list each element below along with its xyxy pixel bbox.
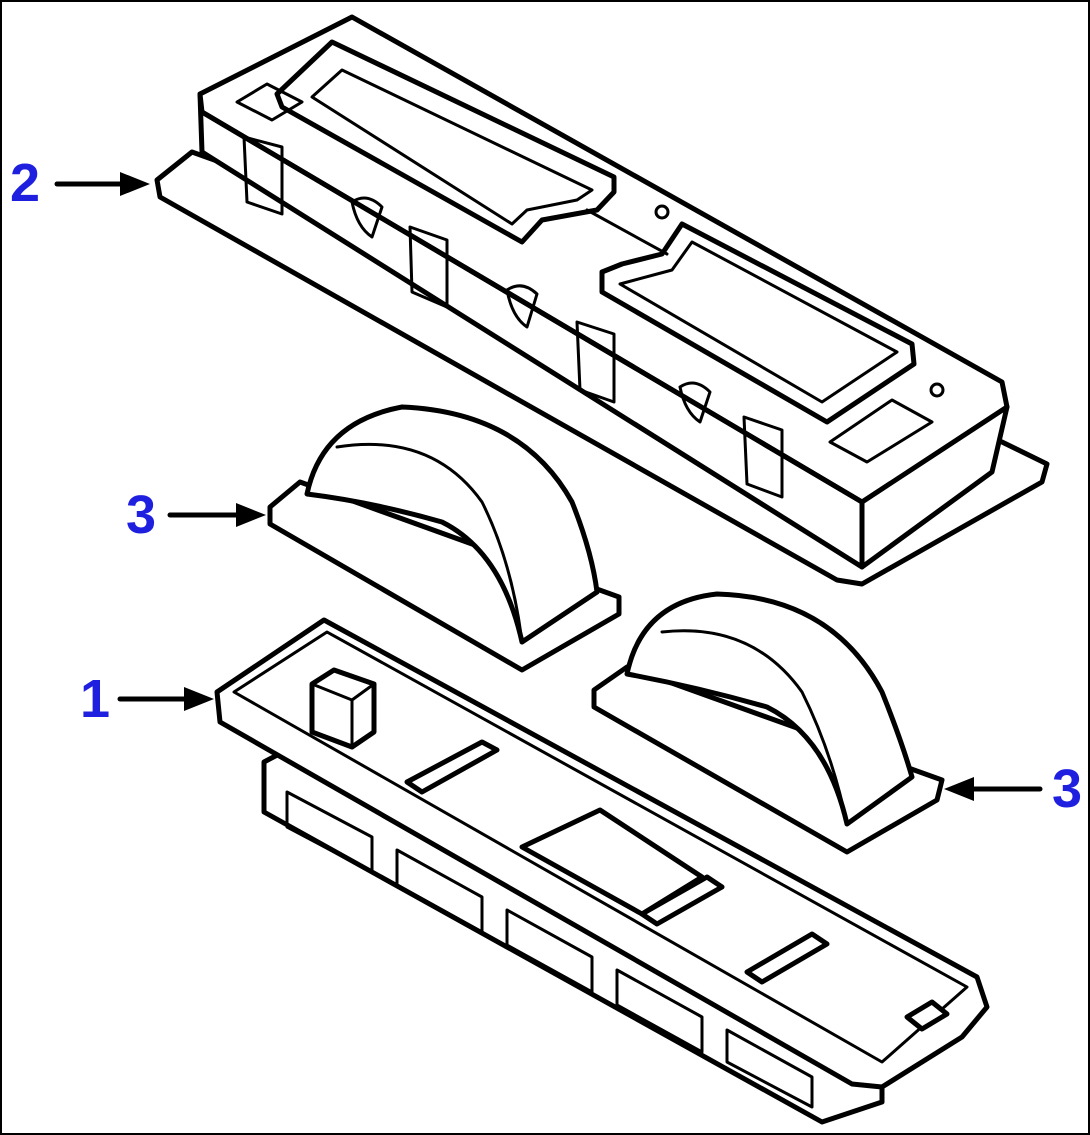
upper-window-3 <box>575 320 616 404</box>
upper-window-1 <box>242 135 284 216</box>
upper-rim-front-inner <box>310 68 594 226</box>
arrow-2-head <box>120 172 150 196</box>
lower-end-block <box>309 667 377 750</box>
upper-hole-1 <box>654 204 670 220</box>
upper-socket-left <box>235 82 304 122</box>
lens-left <box>267 404 622 673</box>
lower-window-4 <box>615 968 704 1054</box>
upper-socket-right <box>828 398 934 464</box>
upper-boss-1 <box>350 196 384 239</box>
upper-hole-2 <box>929 382 945 398</box>
upper-step <box>585 208 669 256</box>
upper-window-4 <box>742 415 784 499</box>
lens-right-dome <box>624 591 915 827</box>
lower-end-clip <box>904 999 950 1032</box>
upper-boss-2 <box>505 284 539 329</box>
lens-left-dome <box>304 404 600 645</box>
lower-rib-1 <box>404 739 500 795</box>
lens-right-seam <box>660 629 849 826</box>
lower-window-1 <box>285 790 374 874</box>
lower-end-block-edges <box>310 682 376 749</box>
lower-window-2 <box>395 848 484 934</box>
lower-window-3 <box>505 908 594 994</box>
lower-rib-3 <box>744 931 830 985</box>
upper-rim-front <box>274 39 617 245</box>
lower-housing <box>214 617 990 1125</box>
upper-boss-3 <box>678 381 712 424</box>
lower-window-5 <box>725 1028 814 1109</box>
callout-2: 2 <box>10 153 41 213</box>
lens-left-seam <box>335 442 524 644</box>
upper-housing <box>154 14 1050 587</box>
arrow-1-head <box>184 687 214 711</box>
upper-rim-back <box>599 221 917 425</box>
callout-3-left: 3 <box>126 485 157 545</box>
arrow-3a-head <box>236 503 266 527</box>
callout-3-right: 3 <box>1052 759 1083 819</box>
lower-center-pad <box>519 807 705 917</box>
upper-housing-edge <box>199 109 865 570</box>
arrow-3b-head <box>944 777 974 801</box>
leader-arrows <box>54 172 1043 801</box>
upper-rim-back-inner <box>618 240 899 404</box>
lower-tray-inner <box>232 630 969 1064</box>
upper-window-2 <box>408 225 449 309</box>
lens-right <box>591 591 945 855</box>
callout-1: 1 <box>80 669 111 729</box>
